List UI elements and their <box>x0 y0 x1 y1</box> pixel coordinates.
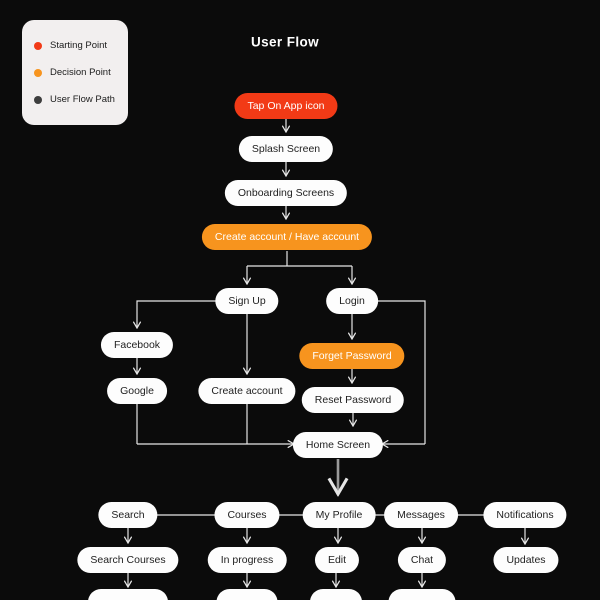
legend-item-user-flow-path: User Flow Path <box>34 94 116 105</box>
node-onboarding-screens: Onboarding Screens <box>224 180 348 206</box>
node-notifications: Notifications <box>483 502 567 528</box>
node-sign-up: Sign Up <box>215 288 279 314</box>
node-partial-below-chat <box>388 589 456 600</box>
node-google: Google <box>107 378 167 404</box>
node-login: Login <box>326 288 378 314</box>
node-create-account: Create account <box>198 378 296 404</box>
node-home-screen: Home Screen <box>292 432 384 458</box>
legend-label-decision-point: Decision Point <box>50 67 111 78</box>
legend-label-starting-point: Starting Point <box>50 40 108 51</box>
node-create-have-account: Create account / Have account <box>201 224 373 250</box>
legend-label-user-flow-path: User Flow Path <box>50 94 115 105</box>
node-tap-on-app-icon: Tap On App icon <box>234 93 338 119</box>
node-facebook: Facebook <box>100 332 174 358</box>
node-search: Search <box>98 502 158 528</box>
legend: Starting Point Decision Point User Flow … <box>22 20 128 125</box>
node-in-progress: In progress <box>207 547 287 573</box>
node-edit: Edit <box>314 547 360 573</box>
node-updates: Updates <box>493 547 559 573</box>
node-partial-below-edit <box>310 589 362 600</box>
decision-point-dot-icon <box>34 68 42 77</box>
node-partial-below-in-progress <box>216 589 278 600</box>
page-title: User Flow <box>250 34 320 50</box>
starting-point-dot-icon <box>34 41 42 50</box>
node-my-profile: My Profile <box>302 502 376 528</box>
node-messages: Messages <box>384 502 458 528</box>
node-chat: Chat <box>397 547 447 573</box>
node-splash-screen: Splash Screen <box>238 136 334 162</box>
legend-item-decision-point: Decision Point <box>34 67 116 78</box>
node-forget-password: Forget Password <box>299 343 405 369</box>
node-reset-password: Reset Password <box>301 387 405 413</box>
user-flow-path-dot-icon <box>34 95 42 104</box>
node-courses: Courses <box>214 502 280 528</box>
node-partial-below-search-courses <box>88 589 168 600</box>
node-search-courses: Search Courses <box>77 547 179 573</box>
legend-item-starting-point: Starting Point <box>34 40 116 51</box>
connectors-login-branch <box>352 300 426 444</box>
